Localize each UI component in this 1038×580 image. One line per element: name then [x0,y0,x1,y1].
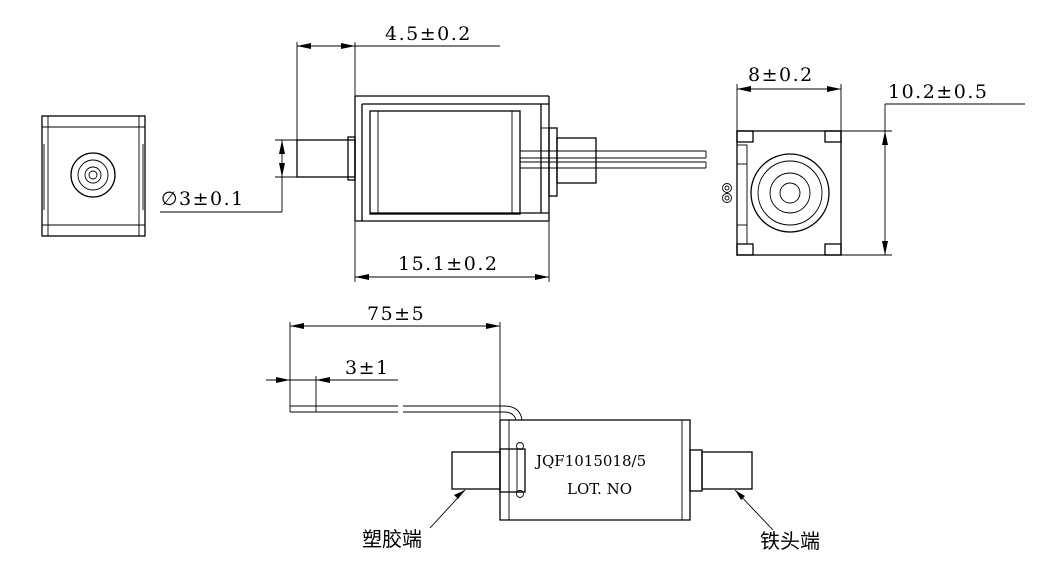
model-number: JQF1015018/5 [534,452,646,470]
dim-10-2-label: 10.2±0.5 [888,81,988,103]
dim-8-label: 8±0.2 [748,64,814,86]
dim-4-5-label: 4.5±0.2 [385,23,472,45]
dim-3-label: 3±1 [345,357,390,379]
dimension-4-5: 4.5±0.2 [296,23,500,140]
dimension-75: 75±5 [289,303,501,420]
dim-75-label: 75±5 [367,303,425,325]
lot-number-label: LOT. NO [567,480,632,498]
bottom-view [289,405,753,521]
dim-diameter-3-label: ∅3±0.1 [161,188,245,210]
plastic-end-label: 塑胶端 [362,527,422,551]
dimension-15-1: 15.1±0.2 [354,221,550,282]
dimension-diameter-3: ∅3±0.1 [160,139,297,213]
dimension-10-2: 10.2±0.5 [841,81,1025,256]
callout-iron-end: 铁头端 [734,489,820,553]
iron-end-label: 铁头端 [760,529,820,553]
dimension-8: 8±0.2 [736,64,842,131]
callout-plastic-end: 塑胶端 [362,489,466,551]
side-view [296,95,707,222]
right-end-view [722,130,842,256]
left-end-view [41,115,146,237]
dim-15-1-label: 15.1±0.2 [398,253,498,275]
dimension-3: 3±1 [266,357,398,406]
